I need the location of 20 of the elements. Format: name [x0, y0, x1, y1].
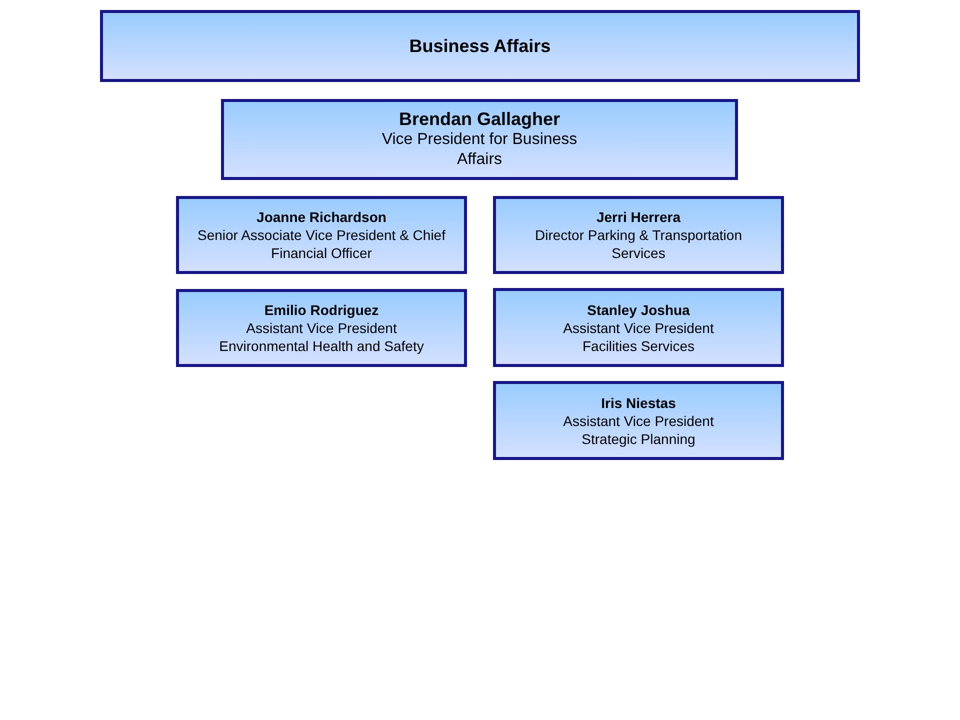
org-box — [100, 10, 860, 82]
org-box — [493, 381, 784, 460]
org-box — [221, 99, 738, 180]
job-title: Assistant Vice President Environmental Health and Safety — [218, 319, 425, 355]
person-name: Joanne Richardson — [256, 208, 386, 226]
person-name: Jerri Herrera — [596, 208, 681, 226]
org-box — [176, 196, 467, 274]
job-title: Senior Associate Vice President & Chief Financial Officer — [196, 226, 446, 262]
job-title: Assistant Vice President Facilities Services — [562, 318, 715, 354]
org-box — [493, 196, 784, 274]
org-box — [176, 289, 467, 367]
org-box — [493, 288, 784, 367]
person-name: Emilio Rodriguez — [264, 301, 379, 319]
job-title: Director Parking & Transportation Services — [534, 226, 743, 262]
job-title: Assistant Vice President Strategic Planning — [562, 412, 715, 448]
job-title: Vice President for Business Affairs — [380, 130, 578, 170]
person-name: Brendan Gallagher — [398, 109, 560, 130]
person-name: Iris Niestas — [601, 394, 676, 412]
heading-text: Business Affairs — [409, 36, 551, 56]
person-name: Stanley Joshua — [587, 300, 690, 318]
